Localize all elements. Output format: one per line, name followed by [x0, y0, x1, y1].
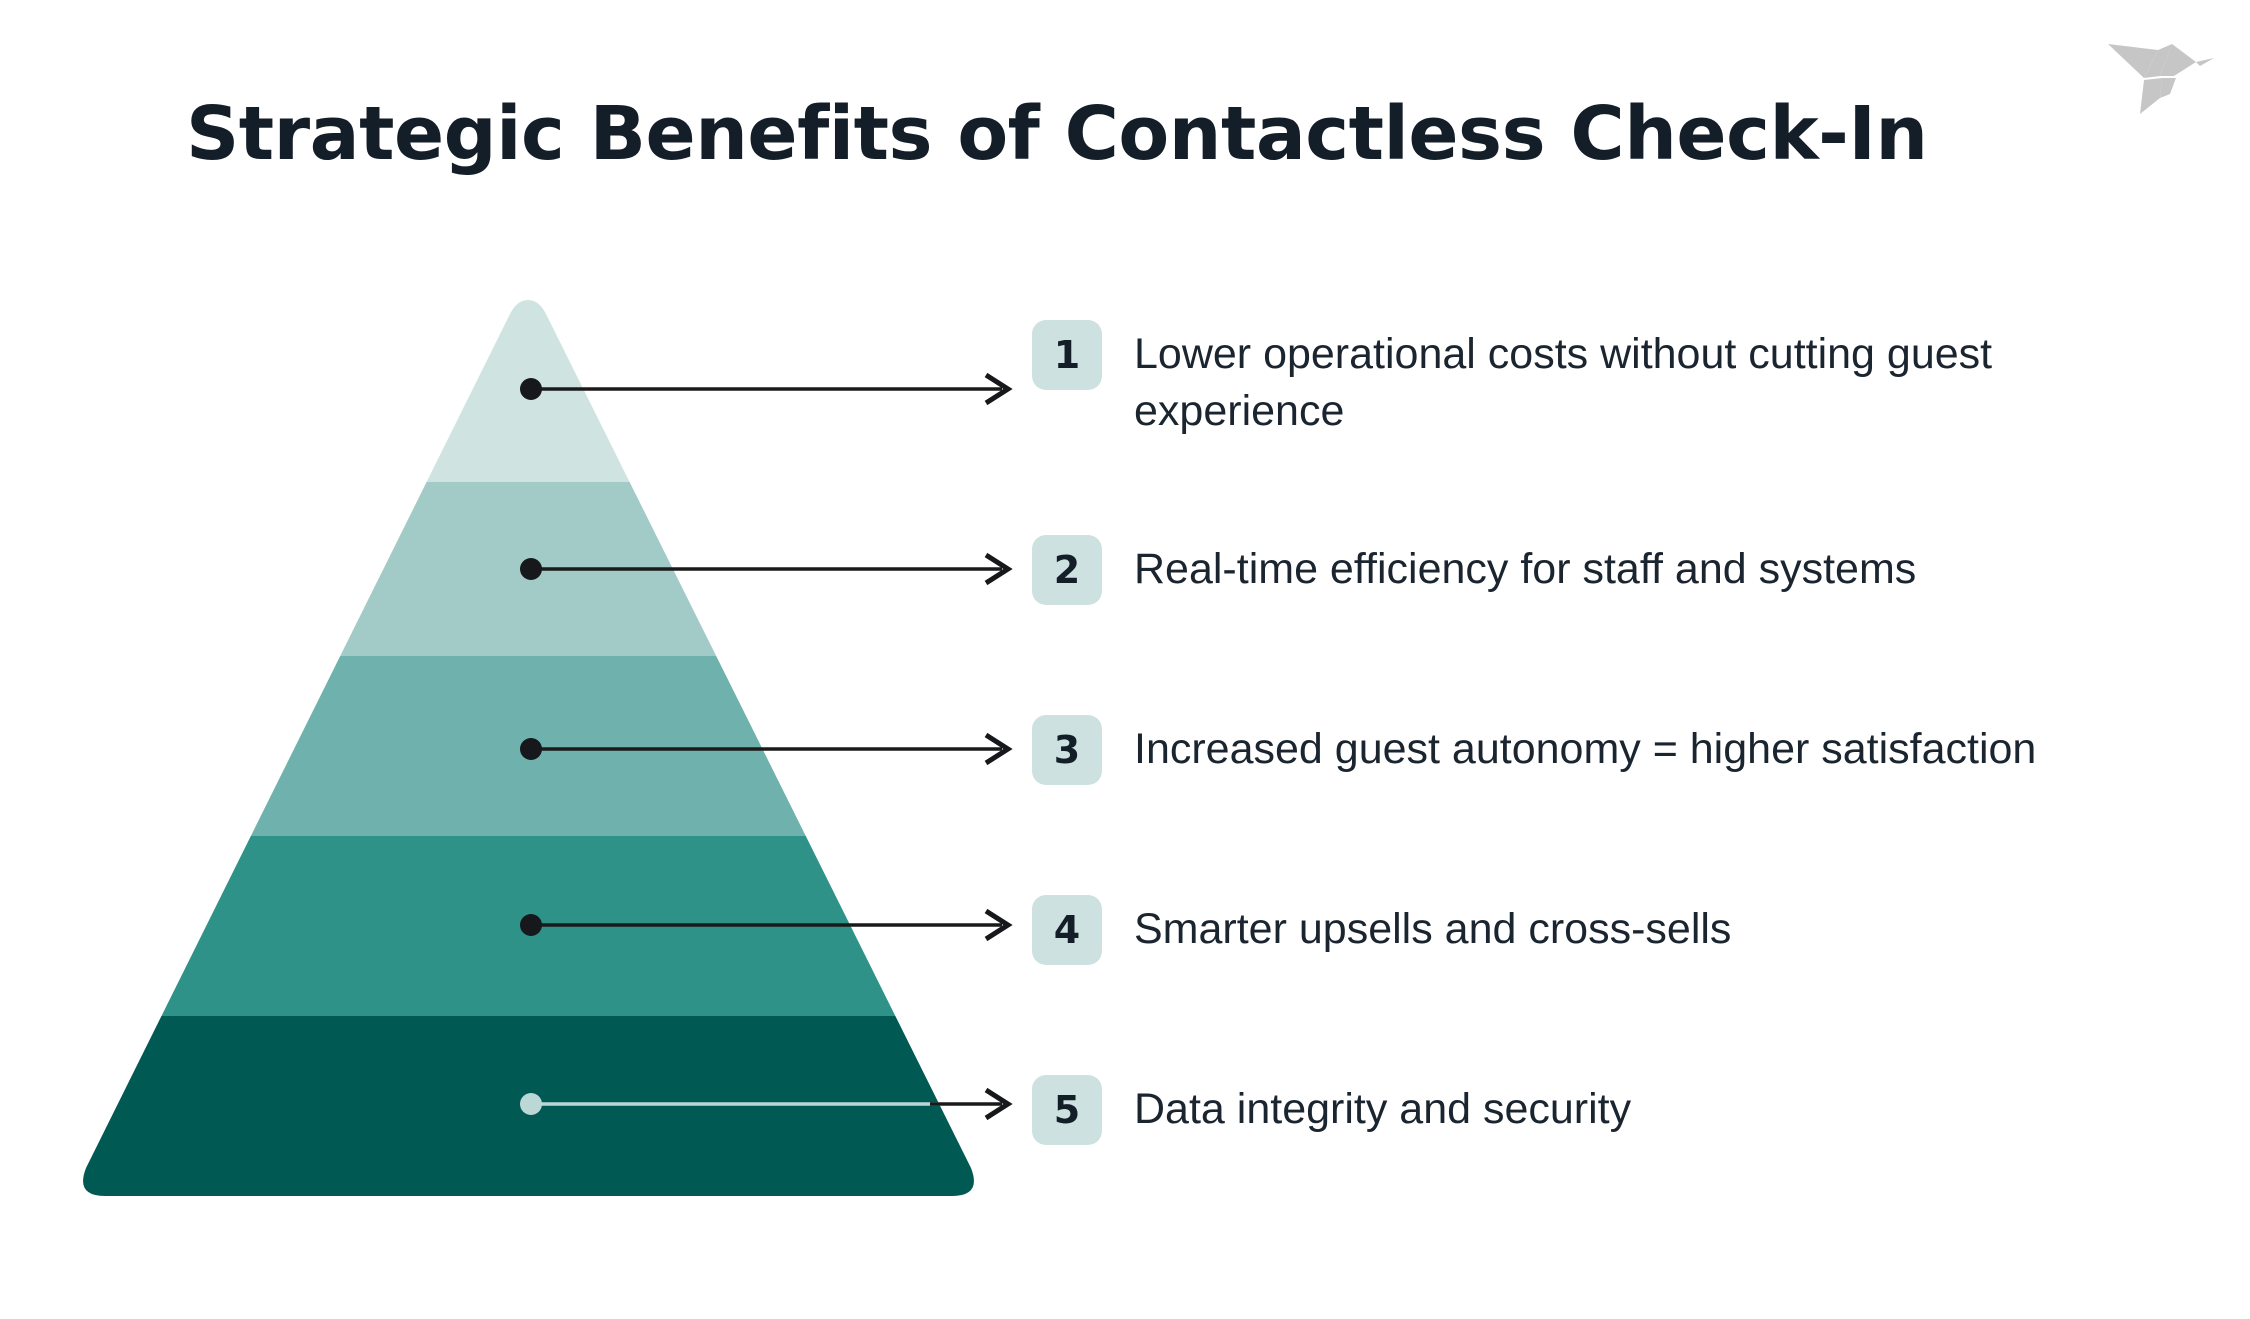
- list-item-label: Smarter upsells and cross-sells: [1134, 905, 1732, 953]
- list-item[interactable]: 2 Real-time efficiency for staff and sys…: [1032, 535, 1916, 605]
- list-item[interactable]: 4 Smarter upsells and cross-sells: [1032, 895, 1731, 965]
- page-title: Strategic Benefits of Contactless Check-…: [186, 91, 1928, 177]
- pyramid-level-3: [83, 656, 974, 836]
- pyramid-level-5: [83, 1016, 974, 1196]
- list-item-label: Increased guest autonomy = higher satisf…: [1134, 725, 2037, 773]
- list-item[interactable]: 5 Data integrity and security: [1032, 1075, 1631, 1145]
- benefits-pyramid: [0, 0, 1060, 1314]
- list-item-label: Data integrity and security: [1134, 1085, 1632, 1133]
- list-item-label: Real-time efficiency for staff and syste…: [1134, 545, 1917, 593]
- list-item[interactable]: 3 Increased guest autonomy = higher sati…: [1032, 715, 2036, 785]
- status-badge: 1: [1032, 320, 1102, 390]
- pyramid-level-2: [83, 482, 974, 656]
- status-badge: 4: [1032, 895, 1102, 965]
- list-item-label: Lower operational costs without cutting …: [1134, 330, 1993, 436]
- status-badge: 3: [1032, 715, 1102, 785]
- pyramid-level-1: [83, 300, 974, 482]
- pyramid-level-4: [83, 836, 974, 1016]
- list-item[interactable]: 1 Lower operational costs without cuttin…: [1032, 320, 2144, 440]
- status-badge: 2: [1032, 535, 1102, 605]
- origami-bird-logo: [2100, 14, 2232, 118]
- status-badge: 5: [1032, 1075, 1102, 1145]
